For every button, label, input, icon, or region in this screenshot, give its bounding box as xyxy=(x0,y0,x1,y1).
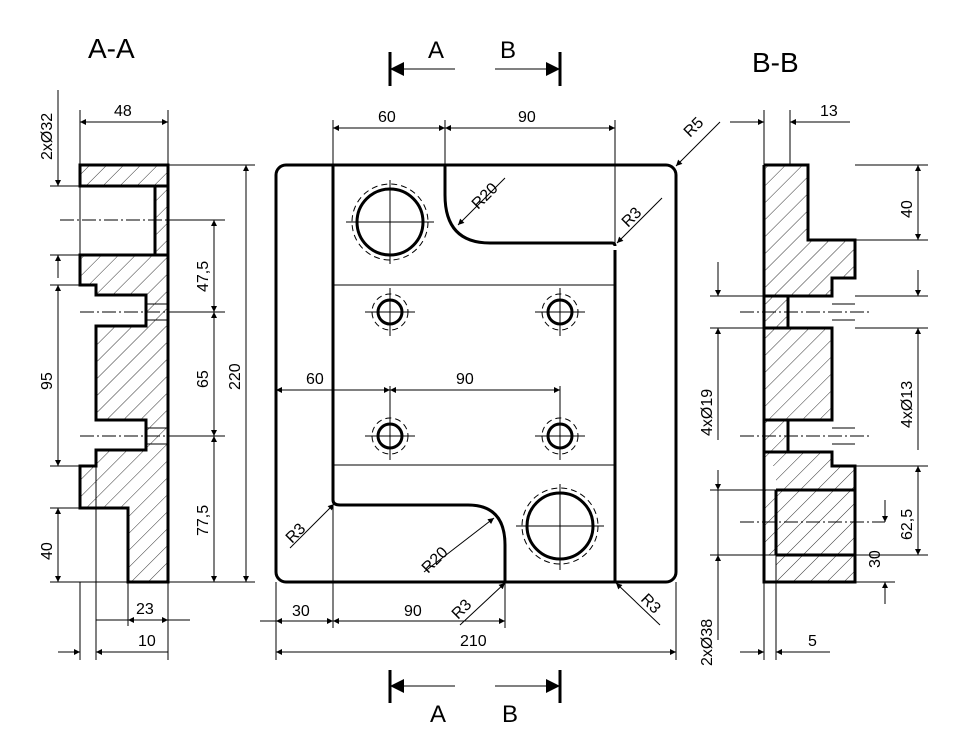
dim-bb-2x38: 2xØ38 xyxy=(699,619,716,666)
dim-front-bot-90: 90 xyxy=(404,603,422,620)
dim-front-r3-left: R3 xyxy=(283,520,310,547)
dim-aa-48: 48 xyxy=(114,103,132,120)
cut-letter-bottom-a: A xyxy=(430,701,446,728)
dim-aa-10: 10 xyxy=(138,633,156,650)
dim-front-r3-corner: R3 xyxy=(637,591,664,618)
dim-front-r20-bottom: R20 xyxy=(419,544,452,577)
section-bb-view xyxy=(710,110,928,660)
dim-front-top-90: 90 xyxy=(518,109,536,126)
dim-bb-4x19: 4xØ19 xyxy=(699,389,716,436)
dim-aa-47-5: 47,5 xyxy=(195,261,212,292)
dim-aa-2x32: 2xØ32 xyxy=(39,113,56,160)
dim-bb-13: 13 xyxy=(820,103,838,120)
hole-small-1 xyxy=(365,288,415,336)
hole-large-top xyxy=(346,180,434,264)
hole-large-bottom xyxy=(516,484,604,570)
dim-bb-5: 5 xyxy=(808,633,817,650)
dim-front-r5: R5 xyxy=(681,114,708,141)
dim-aa-23: 23 xyxy=(136,601,154,618)
section-title-bb: B-B xyxy=(752,47,799,78)
cut-marker-top xyxy=(388,52,562,86)
dim-aa-95: 95 xyxy=(39,372,56,390)
dim-bb-40: 40 xyxy=(899,200,916,218)
dim-front-overall-210: 210 xyxy=(460,633,487,650)
dim-bb-30: 30 xyxy=(867,550,884,568)
dim-front-r3-bottom: R3 xyxy=(449,596,476,623)
front-view xyxy=(260,120,721,660)
section-title-aa: A-A xyxy=(88,33,135,64)
dim-bb-4x13: 4xØ13 xyxy=(899,381,916,428)
dim-front-top-60: 60 xyxy=(378,109,396,126)
section-aa-view xyxy=(50,90,255,660)
dim-front-r20-top: R20 xyxy=(469,180,502,213)
dim-front-bot-30: 30 xyxy=(292,603,310,620)
hole-small-3 xyxy=(365,386,415,460)
dim-bb-62-5: 62,5 xyxy=(899,509,916,540)
cut-letter-top-a: A xyxy=(428,37,444,64)
hole-small-2 xyxy=(535,288,585,336)
dim-aa-77-5: 77,5 xyxy=(195,505,212,536)
dim-aa-65: 65 xyxy=(195,370,212,388)
cut-letter-top-b: B xyxy=(500,37,516,64)
cut-marker-bottom xyxy=(388,670,562,703)
dim-front-mid-90: 90 xyxy=(456,371,474,388)
cut-letter-bottom-b: B xyxy=(502,701,518,728)
dim-aa-220: 220 xyxy=(227,363,244,390)
hole-small-4 xyxy=(535,386,585,460)
dim-front-r3-top: R3 xyxy=(619,204,646,231)
dim-front-mid-60: 60 xyxy=(306,371,324,388)
dim-aa-40: 40 xyxy=(39,542,56,560)
